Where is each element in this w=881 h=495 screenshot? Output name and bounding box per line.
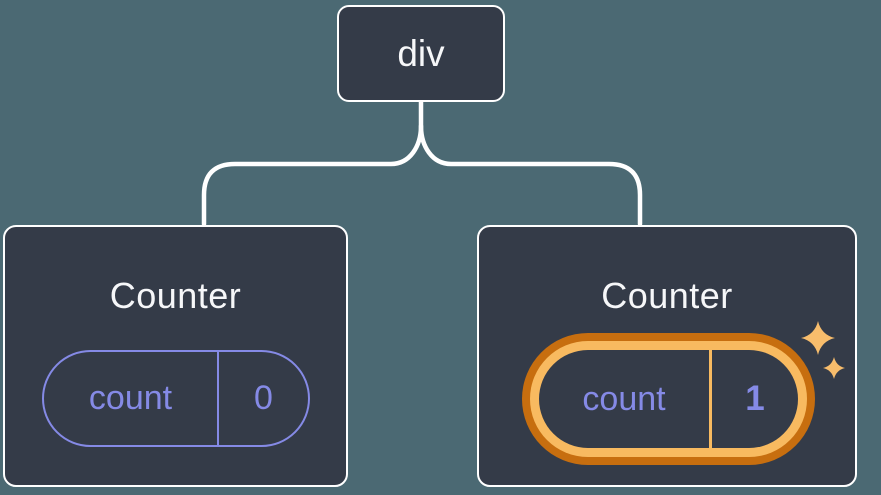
connector-left-branch <box>201 98 424 227</box>
sparkle-large <box>801 321 835 355</box>
counter-2-title: Counter <box>601 275 733 316</box>
connector-right-branch <box>418 123 643 227</box>
state-pill-counter-1: count 0 <box>42 350 310 447</box>
state-pill-counter-2-highlighted: count 1 <box>539 350 798 448</box>
div-node-label: div <box>397 32 445 74</box>
state-value: 1 <box>709 350 798 448</box>
tree-node-counter-2: Counter count 1 <box>477 225 857 487</box>
counter-1-title: Counter <box>109 275 242 316</box>
state-value: 0 <box>217 352 308 445</box>
sparkle-small <box>823 357 845 379</box>
tree-node-counter-1: Counter count 0 <box>3 225 348 487</box>
sparkles-icon <box>801 321 845 379</box>
state-label: count <box>582 379 666 418</box>
state-label: count <box>88 379 173 417</box>
tree-node-div: div <box>337 5 505 102</box>
